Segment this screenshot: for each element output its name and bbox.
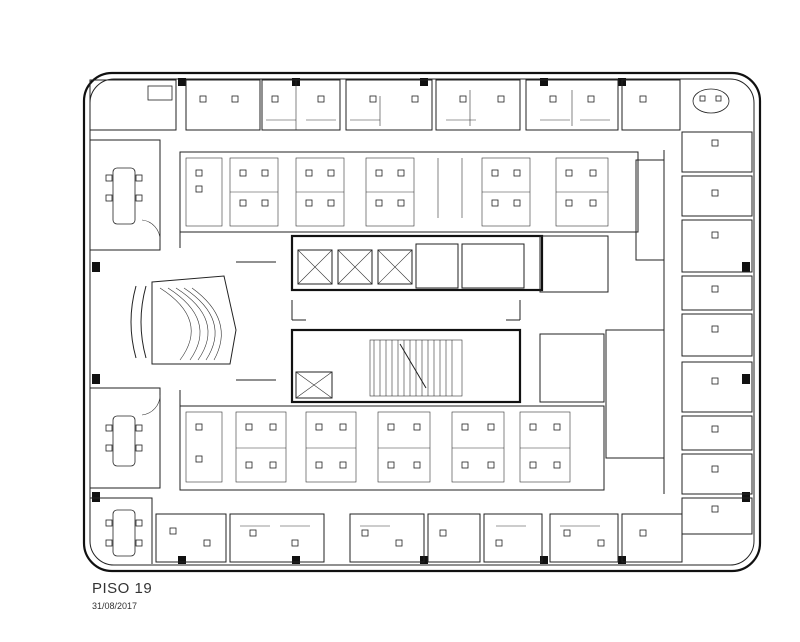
right-offices — [681, 88, 753, 535]
floor-label: PISO 19 — [92, 580, 153, 597]
chairs — [105, 95, 722, 547]
circulation-walls — [179, 150, 665, 494]
building-outline — [82, 71, 762, 573]
amphitheater — [130, 261, 276, 381]
plan-date: 31/08/2017 — [92, 601, 138, 611]
left-conference-rooms — [89, 79, 177, 564]
north-workstations — [179, 151, 665, 261]
bottom-offices — [155, 513, 683, 563]
structural-columns — [92, 78, 750, 564]
top-offices — [185, 79, 681, 131]
building-core — [290, 234, 609, 404]
